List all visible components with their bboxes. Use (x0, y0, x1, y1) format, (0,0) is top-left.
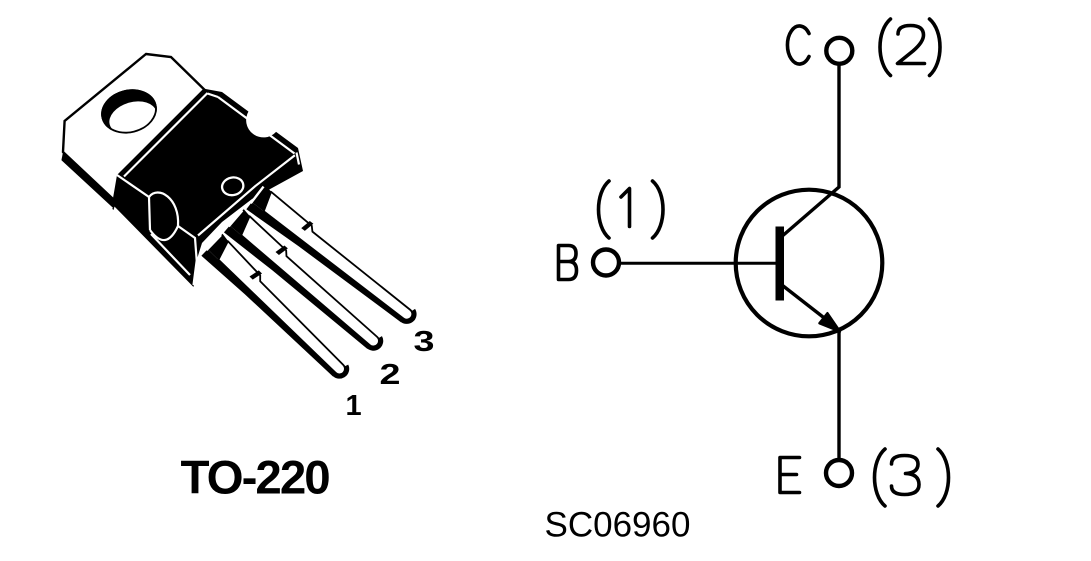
svg-text:2: 2 (380, 359, 401, 391)
svg-text:SC06960: SC06960 (545, 505, 691, 544)
svg-text:1: 1 (346, 390, 362, 422)
svg-text:3: 3 (414, 326, 435, 358)
svg-text:TO-220: TO-220 (181, 452, 330, 505)
